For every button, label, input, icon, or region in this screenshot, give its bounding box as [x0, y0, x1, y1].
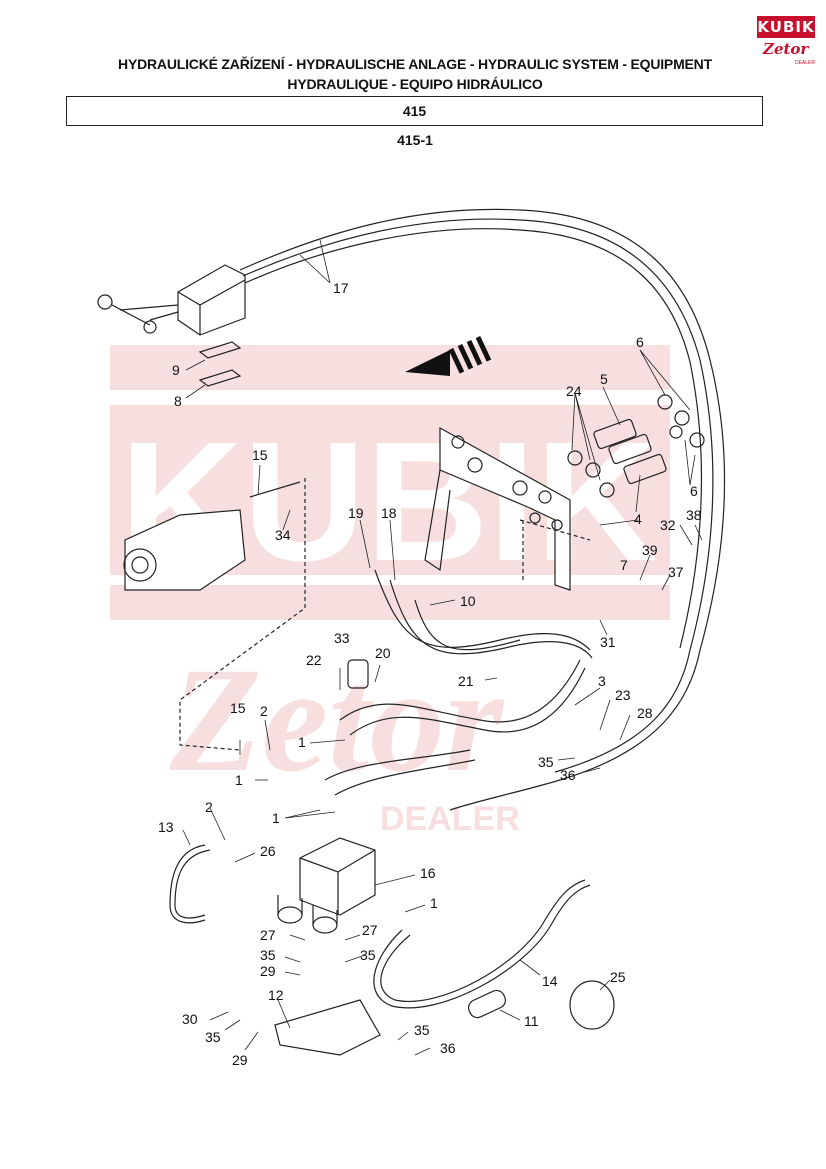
callout-3: 3 — [598, 673, 606, 689]
sleeve-33 — [347, 659, 369, 689]
callout-34: 34 — [275, 527, 291, 543]
callout-18: 18 — [381, 505, 397, 521]
callout-4: 4 — [634, 511, 642, 527]
direction-arrow — [405, 335, 492, 376]
callout-6-bottom: 6 — [690, 483, 698, 499]
logo-dealer-text: DEALER — [794, 60, 815, 66]
callout-38: 38 — [686, 507, 702, 523]
callout-29-bottom: 29 — [232, 1052, 248, 1068]
callout-24: 24 — [566, 383, 582, 399]
callout-39: 39 — [642, 542, 658, 558]
callout-13: 13 — [158, 819, 174, 835]
mounting-plate — [424, 426, 571, 591]
callout-37: 37 — [668, 564, 684, 580]
callout-35-c: 35 — [205, 1029, 221, 1045]
callout-35-d: 35 — [414, 1022, 430, 1038]
dashed-connection-2 — [519, 519, 591, 580]
watermark-dealer: DEALER — [380, 800, 520, 838]
callout-23: 23 — [615, 687, 631, 703]
callout-35-right: 35 — [538, 754, 554, 770]
group-code-box: 415 — [66, 96, 763, 126]
page-title-line-1: HYDRAULICKÉ ZAŘÍZENÍ - HYDRAULISCHE ANLA… — [118, 56, 712, 72]
callout-15-top: 15 — [252, 447, 268, 463]
callout-22: 22 — [306, 652, 322, 668]
callout-25: 25 — [610, 969, 626, 985]
callout-1-d: 1 — [430, 895, 438, 911]
callout-33: 33 — [334, 630, 350, 646]
callout-28: 28 — [637, 705, 653, 721]
control-lever-assembly — [97, 264, 246, 336]
callout-35-b: 35 — [360, 947, 376, 963]
figure-code: 415-1 — [397, 132, 433, 148]
sleeve-11 — [468, 989, 506, 1019]
clamp-ring-25 — [569, 980, 615, 1030]
callout-5: 5 — [600, 371, 608, 387]
brand-logo: KUBIK Zetor DEALER — [757, 16, 815, 66]
callout-2-top: 2 — [260, 703, 268, 719]
bowden-cables — [239, 208, 726, 811]
hose-13 — [174, 849, 211, 919]
callout-12: 12 — [268, 987, 284, 1003]
callout-2-bottom: 2 — [205, 799, 213, 815]
quick-couplers — [567, 394, 705, 498]
callout-15-bottom: 15 — [230, 700, 246, 716]
plate-9 — [198, 341, 242, 359]
callout-35-a: 35 — [260, 947, 276, 963]
watermark: KUBIK Zetor DEALER — [110, 345, 670, 838]
callout-26: 26 — [260, 843, 276, 859]
callout-1-a: 1 — [298, 734, 306, 750]
callout-36-right: 36 — [560, 767, 576, 783]
callout-32: 32 — [660, 517, 676, 533]
callout-11: 11 — [524, 1013, 539, 1029]
callout-10: 10 — [460, 593, 476, 609]
callout-29-top: 29 — [260, 963, 276, 979]
logo-kubik-text: KUBIK — [757, 16, 815, 38]
callout-31: 31 — [600, 634, 616, 650]
callout-27-right: 27 — [362, 922, 378, 938]
callout-labels: 17 9 8 6 5 24 6 4 15 34 19 18 32 38 7 39… — [158, 280, 702, 1068]
hose-14 — [380, 879, 586, 1002]
page-title-line-2: HYDRAULIQUE - EQUIPO HIDRÁULICO — [287, 76, 543, 92]
callout-21: 21 — [458, 673, 474, 689]
leader-lines — [182, 239, 703, 1056]
callout-19: 19 — [348, 505, 364, 521]
control-valve-block — [277, 837, 376, 934]
callout-6-top: 6 — [636, 334, 644, 350]
callout-8: 8 — [174, 393, 182, 409]
plate-8 — [198, 369, 242, 387]
callout-27-left: 27 — [260, 927, 276, 943]
bracket-12 — [274, 999, 381, 1056]
callout-9: 9 — [172, 362, 180, 378]
callout-17: 17 — [333, 280, 349, 296]
callout-1-b: 1 — [235, 772, 243, 788]
pipe-bundle — [324, 569, 593, 796]
callout-36-bottom: 36 — [440, 1040, 456, 1056]
dashed-connection — [179, 478, 306, 751]
callout-14: 14 — [542, 973, 558, 989]
watermark-zetor: Zetor — [169, 637, 505, 803]
callout-30: 30 — [182, 1011, 198, 1027]
callout-1-c: 1 — [272, 810, 280, 826]
logo-zetor-text: Zetor — [763, 40, 809, 58]
callout-16: 16 — [420, 865, 436, 881]
callout-7: 7 — [620, 557, 628, 573]
group-code: 415 — [402, 103, 427, 119]
callout-20: 20 — [375, 645, 391, 661]
